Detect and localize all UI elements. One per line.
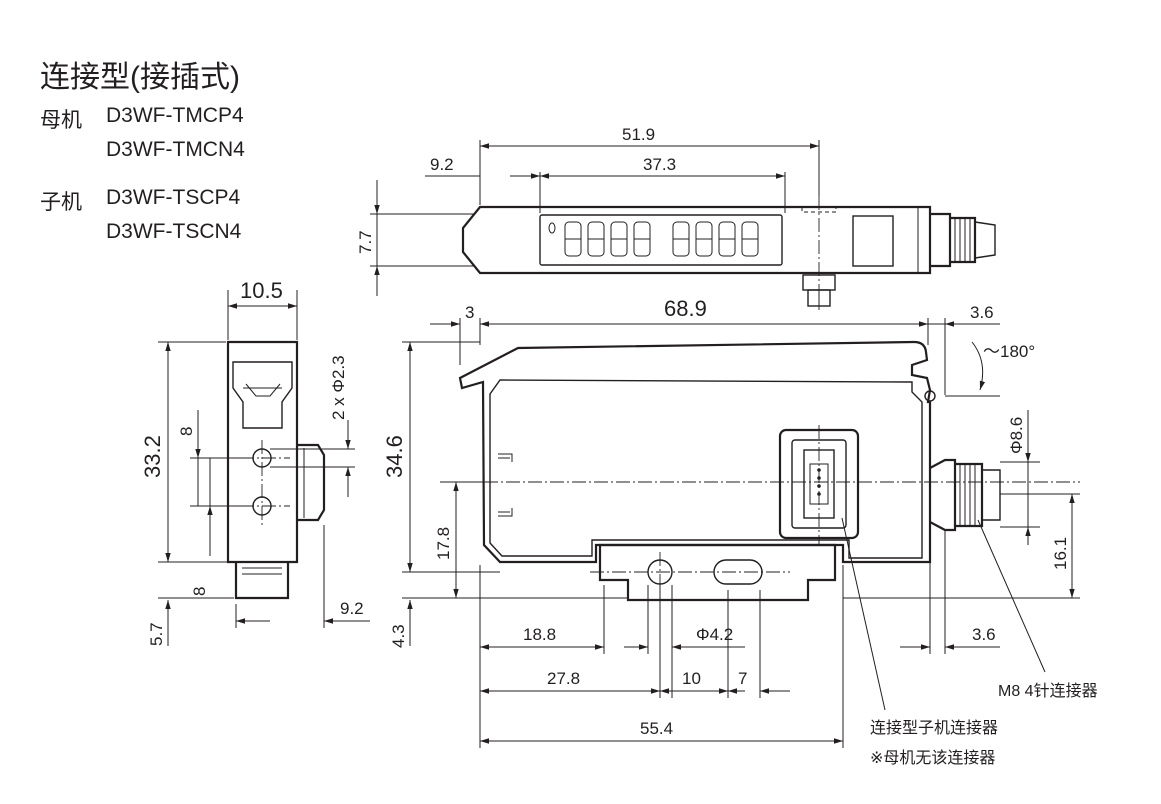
- dim-top-display: 37.3: [643, 155, 676, 174]
- front-connector: [929, 458, 1001, 532]
- dim-slot-len: 7: [738, 669, 747, 688]
- top-view: 51.9 37.3 9.2 7.7: [356, 125, 996, 310]
- dim-slot-x: 27.8: [547, 669, 580, 688]
- dim-side-clip: 9.2: [340, 599, 364, 618]
- dim-slot-pitch: 10: [682, 669, 701, 688]
- note-no-connector: ※母机无该连接器: [870, 749, 995, 767]
- rail-clip: [590, 543, 837, 612]
- note-m8-connector: M8 4针连接器: [998, 682, 1098, 700]
- dim-rotation: ～180°: [983, 342, 1035, 361]
- top-connector: [930, 212, 996, 268]
- dim-hole-x: 18.8: [523, 625, 556, 644]
- dim-top-height: 7.7: [356, 230, 375, 254]
- dim-side-width: 10.5: [240, 278, 283, 303]
- dim-side-bottom: 5.7: [147, 622, 166, 646]
- dim-front-bottom: 4.3: [389, 624, 408, 648]
- master-model-1: D3WF-TMCP4: [106, 104, 244, 127]
- slave-label: 子机: [40, 191, 82, 214]
- dim-front-overall: 68.9: [664, 296, 707, 321]
- note-slave-connector: 连接型子机连接器: [870, 719, 998, 737]
- slave-model-1: D3WF-TSCP4: [106, 186, 241, 209]
- side-view: 10.5 33.2 8 8 2 x Φ2.3 5.7 9.2: [140, 278, 370, 646]
- dim-front-left: 3: [465, 303, 474, 322]
- dim-front-mid: 17.8: [434, 527, 453, 560]
- dim-side-height: 33.2: [140, 435, 165, 478]
- dim-front-height: 34.6: [382, 435, 407, 478]
- dim-side-hole: 2 x Φ2.3: [329, 355, 348, 420]
- dim-front-right: 3.6: [970, 303, 994, 322]
- dim-rail-len: 55.4: [640, 719, 673, 738]
- dim-top-overall: 51.9: [622, 125, 655, 144]
- page-title: 连接型(接插式): [40, 61, 240, 94]
- dim-conn-offset: 3.6: [972, 625, 996, 644]
- dim-side-pitch-2: 8: [190, 587, 209, 596]
- dim-hole-dia: Φ4.2: [696, 625, 733, 644]
- dim-conn-dia: Φ8.6: [1007, 417, 1026, 454]
- dim-side-pitch-1: 8: [177, 427, 196, 436]
- seven-segment-display: [564, 221, 759, 257]
- master-label: 母机: [40, 109, 82, 132]
- slave-model-2: D3WF-TSCN4: [106, 220, 242, 243]
- dim-top-offset: 9.2: [430, 155, 454, 174]
- master-model-2: D3WF-TMCN4: [106, 138, 245, 161]
- dim-conn-height: 16.1: [1051, 537, 1070, 570]
- front-view: 3 68.9 3.6 ～180° 34.6 17.8 4.3 Φ8.6 16.1…: [382, 296, 1080, 748]
